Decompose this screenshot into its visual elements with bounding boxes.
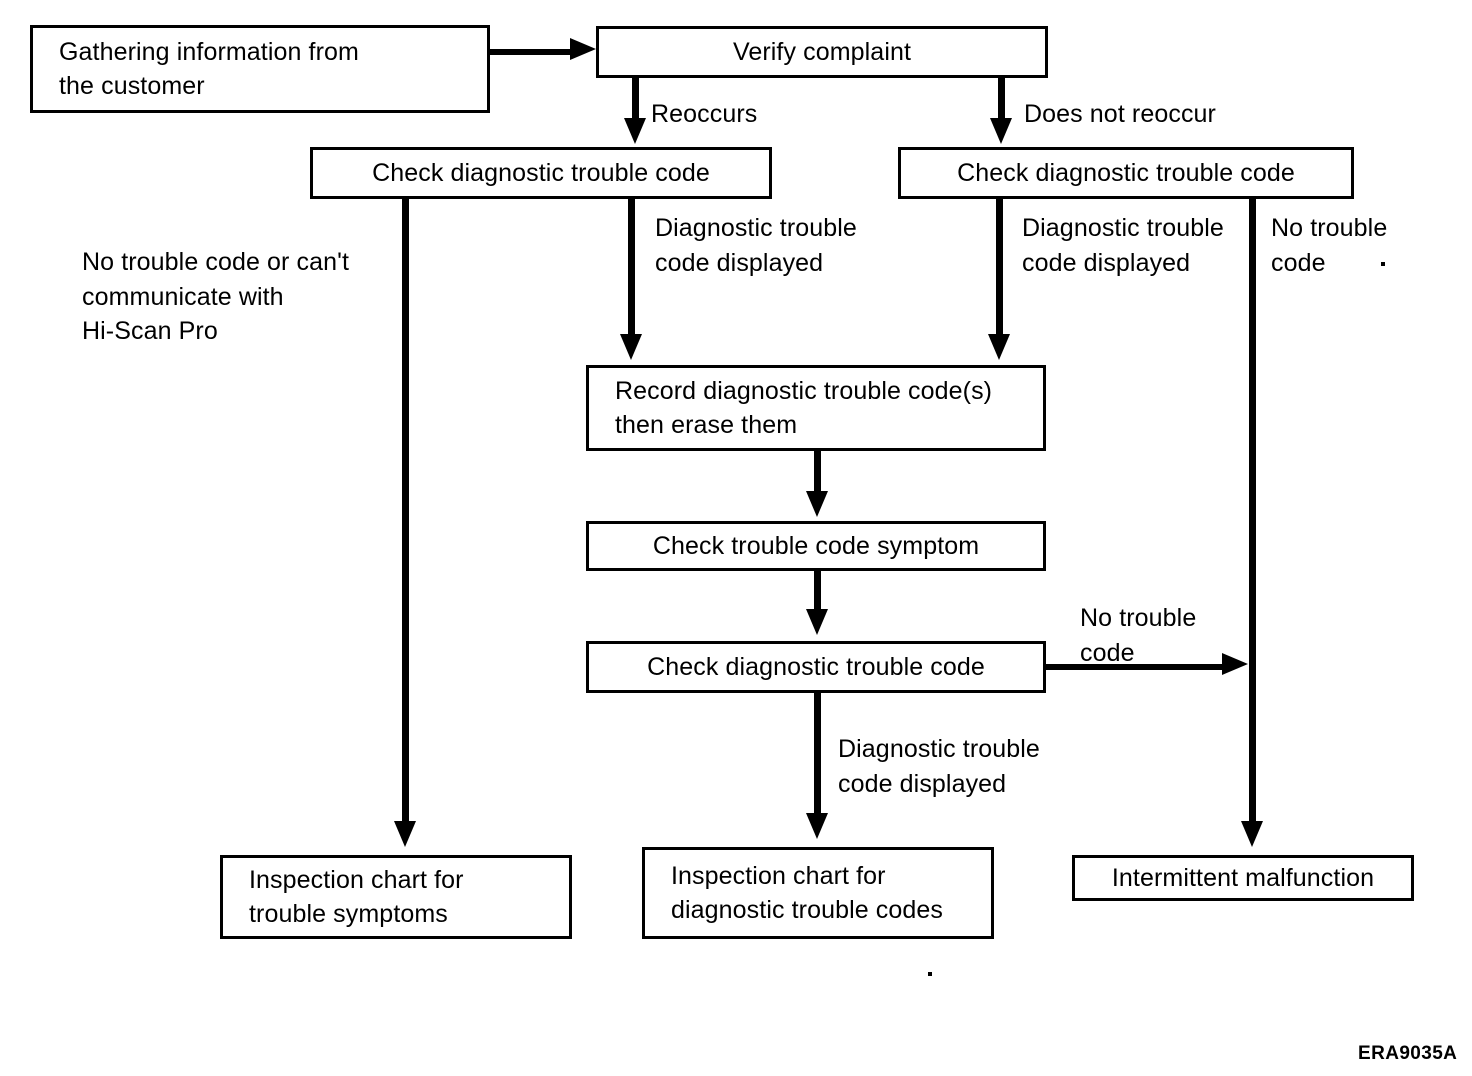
edge-verify-to-check-left bbox=[632, 78, 639, 124]
node-check-diagnostic-trouble-code-left: Check diagnostic trouble code bbox=[310, 147, 772, 199]
node-intermittent-malfunction: Intermittent malfunction bbox=[1072, 855, 1414, 901]
edge-label-code-displayed-right: Diagnostic trouble code displayed bbox=[1022, 214, 1224, 277]
node-record-then-erase: Record diagnostic trouble code(s) then e… bbox=[586, 365, 1046, 451]
arrowhead-down bbox=[806, 491, 828, 517]
edge-record-to-check-symptom bbox=[814, 451, 821, 497]
edge-check-right-to-intermittent bbox=[1249, 199, 1256, 827]
node-inspection-chart-diagnostic-codes: Inspection chart for diagnostic trouble … bbox=[642, 847, 994, 939]
edge-label-does-not-reoccur: Does not reoccur bbox=[1024, 100, 1216, 128]
edge-gathering-to-verify bbox=[490, 49, 574, 55]
edge-label-reoccurs: Reoccurs bbox=[651, 100, 758, 128]
node-check-diagnostic-trouble-code-middle: Check diagnostic trouble code bbox=[586, 641, 1046, 693]
arrowhead-down bbox=[990, 118, 1012, 144]
edge-label-no-trouble-code-hiscan: No trouble code or can't communicate wit… bbox=[82, 248, 350, 345]
edge-check-symptom-to-check-mid bbox=[814, 571, 821, 615]
figure-code: ERA9035A bbox=[1358, 1043, 1458, 1064]
node-label: Check diagnostic trouble code bbox=[372, 158, 710, 187]
arrowhead-down bbox=[624, 118, 646, 144]
node-label: Intermittent malfunction bbox=[1111, 863, 1375, 892]
scan-speck bbox=[1381, 262, 1385, 266]
edge-check-mid-to-chart-codes bbox=[814, 693, 821, 819]
node-label: Inspection chart for trouble symptoms bbox=[249, 865, 464, 929]
node-label: Verify complaint bbox=[732, 37, 912, 66]
node-gathering-information: Gathering information from the customer bbox=[30, 25, 490, 113]
edge-label-code-displayed-low: Diagnostic trouble code displayed bbox=[838, 735, 1040, 798]
edge-label-no-trouble-code-right: No trouble code bbox=[1271, 214, 1388, 277]
node-label: Record diagnostic trouble code(s) then e… bbox=[615, 376, 993, 440]
node-check-trouble-code-symptom: Check trouble code symptom bbox=[586, 521, 1046, 571]
arrowhead-down bbox=[620, 334, 642, 360]
edge-verify-to-check-right bbox=[998, 78, 1005, 124]
arrowhead-down bbox=[394, 821, 416, 847]
edge-check-mid-to-right-rail bbox=[1046, 664, 1228, 670]
arrowhead-down bbox=[806, 609, 828, 635]
edge-check-left-to-record bbox=[628, 199, 635, 339]
node-check-diagnostic-trouble-code-right: Check diagnostic trouble code bbox=[898, 147, 1354, 199]
node-label: Inspection chart for diagnostic trouble … bbox=[671, 861, 944, 925]
node-label: Check diagnostic trouble code bbox=[957, 158, 1295, 187]
arrowhead-down bbox=[1241, 821, 1263, 847]
node-label: Gathering information from the customer bbox=[59, 37, 359, 101]
edge-check-right-to-record bbox=[996, 199, 1003, 339]
arrowhead-right bbox=[570, 38, 596, 60]
node-inspection-chart-trouble-symptoms: Inspection chart for trouble symptoms bbox=[220, 855, 572, 939]
node-label: Check diagnostic trouble code bbox=[647, 652, 985, 681]
arrowhead-down bbox=[806, 813, 828, 839]
node-label: Check trouble code symptom bbox=[652, 531, 980, 560]
scan-speck bbox=[928, 972, 932, 976]
arrowhead-down bbox=[988, 334, 1010, 360]
edge-check-left-to-chart-symptoms bbox=[402, 199, 409, 827]
edge-label-no-trouble-code-mid: No trouble code bbox=[1080, 604, 1197, 667]
node-verify-complaint: Verify complaint bbox=[596, 26, 1048, 78]
edge-label-code-displayed-left: Diagnostic trouble code displayed bbox=[655, 214, 857, 277]
arrowhead-right bbox=[1222, 653, 1248, 675]
